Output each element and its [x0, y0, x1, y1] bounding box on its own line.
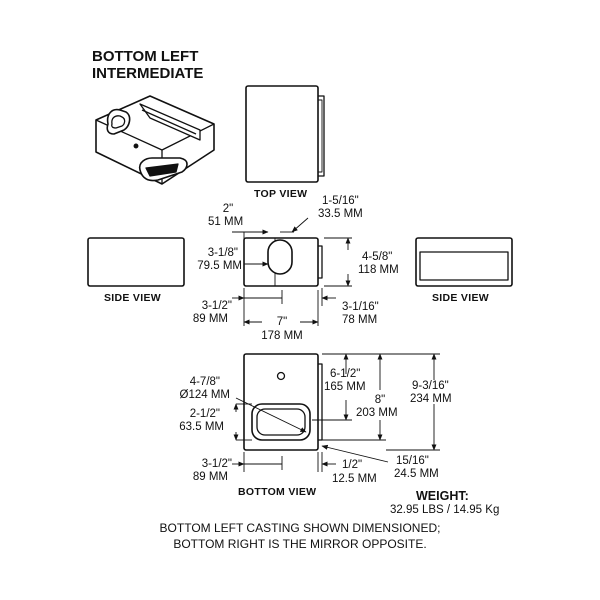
- dim-2-imperial: 2": [222, 203, 234, 215]
- dim-4-5-8-imperial: 4-5/8": [362, 251, 393, 263]
- side-view-right-label: SIDE VIEW: [432, 292, 489, 304]
- dim-8-metric: 203 MM: [356, 407, 398, 419]
- top-view: [245, 85, 325, 183]
- side-view-left-label: SIDE VIEW: [104, 292, 161, 304]
- dim-2-1-2-metric: 63.5 MM: [179, 421, 224, 433]
- dim-3-1-2-bottom-imperial: 3-1/2": [201, 458, 232, 470]
- center-view-dimensions: [232, 217, 352, 326]
- dim-3-1-2-bottom-metric: 89 MM: [192, 471, 228, 483]
- dim-1-5-16-metric: 33.5 MM: [318, 208, 363, 220]
- dim-6-1-2-metric: 165 MM: [324, 381, 366, 393]
- dim-15-16-imperial: 15/16": [396, 455, 429, 467]
- dim-9-3-16-imperial: 9-3/16": [412, 380, 449, 392]
- dim-3-1-16-metric: 78 MM: [342, 314, 378, 326]
- bottom-view-label: BOTTOM VIEW: [238, 486, 317, 498]
- top-view-label: TOP VIEW: [254, 188, 308, 200]
- dim-15-16-metric: 24.5 MM: [394, 468, 439, 480]
- dim-2-1-2-imperial: 2-1/2": [189, 408, 220, 420]
- dim-4-5-8-metric: 118 MM: [358, 264, 399, 276]
- note-line-1: BOTTOM LEFT CASTING SHOWN DIMENSIONED;: [159, 521, 441, 535]
- dim-4-7-8-imperial: 4-7/8": [189, 376, 220, 388]
- dim-6-1-2-imperial: 6-1/2": [330, 368, 361, 380]
- bottom-view-dimensions: [232, 353, 440, 472]
- weight-value: 32.95 LBS / 14.95 Kg: [390, 504, 500, 516]
- dim-1-2-imperial: 1/2": [342, 459, 363, 471]
- dim-7-imperial: 7": [276, 316, 288, 328]
- side-view-left: [87, 237, 185, 287]
- weight-label: WEIGHT:: [416, 489, 469, 503]
- dim-8-imperial: 8": [374, 394, 386, 406]
- dim-2-metric: 51 MM: [208, 216, 244, 228]
- dim-3-1-8-metric: 79.5 MM: [197, 260, 242, 272]
- dim-1-2-metric: 12.5 MM: [332, 473, 377, 485]
- dim-3-1-16-imperial: 3-1/16": [342, 301, 379, 313]
- title-line-1: BOTTOM LEFT: [92, 48, 199, 65]
- title-line-2: INTERMEDIATE: [92, 65, 204, 82]
- dim-1-5-16-imperial: 1-5/16": [322, 195, 359, 207]
- dim-3-1-2-top-metric: 89 MM: [192, 313, 228, 325]
- note-line-2: BOTTOM RIGHT IS THE MIRROR OPPOSITE.: [173, 537, 427, 551]
- isometric-view: [95, 95, 215, 185]
- dim-3-1-8-imperial: 3-1/8": [207, 247, 238, 259]
- bottom-view: [243, 353, 323, 451]
- dim-3-1-2-top-imperial: 3-1/2": [201, 300, 232, 312]
- dim-9-3-16-metric: 234 MM: [410, 393, 452, 405]
- center-view: [243, 237, 323, 287]
- dim-7-metric: 178 MM: [261, 330, 303, 342]
- side-view-right: [415, 237, 513, 287]
- dim-4-7-8-metric: Ø124 MM: [179, 389, 231, 401]
